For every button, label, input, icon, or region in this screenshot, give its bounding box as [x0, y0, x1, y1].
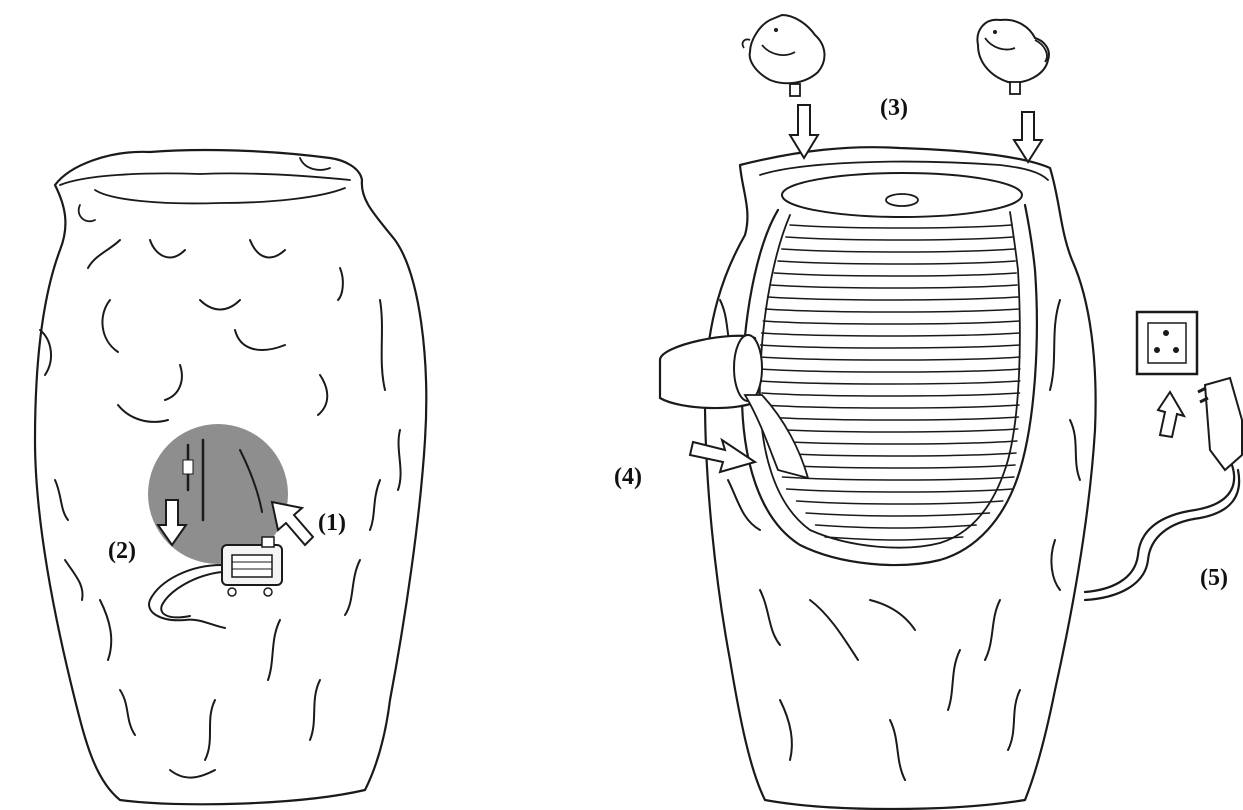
- water-line: [816, 525, 977, 528]
- step-label-1: (1): [318, 510, 346, 536]
- arrow-icon-3-right: [1014, 112, 1042, 162]
- water-line: [825, 537, 963, 540]
- right-vase-outline: [705, 147, 1096, 809]
- water-line: [760, 369, 1020, 372]
- water-line: [797, 501, 1003, 504]
- water-line: [771, 285, 1017, 288]
- step-label-5: (5): [1200, 565, 1228, 591]
- water-line: [761, 345, 1020, 348]
- water-line: [775, 453, 1016, 456]
- step-label-3: (3): [880, 95, 908, 121]
- arrow-icon-5: [1158, 392, 1184, 437]
- right-vase: [660, 15, 1242, 809]
- pump-cord: [149, 565, 225, 628]
- left-vase: [35, 150, 426, 804]
- water-line: [768, 429, 1017, 432]
- power-plug-icon: [1198, 378, 1242, 470]
- water-line: [786, 237, 1013, 240]
- water-line: [765, 309, 1018, 312]
- water-line: [778, 261, 1015, 264]
- water-line: [761, 381, 1020, 384]
- water-line: [764, 405, 1019, 408]
- water-line: [783, 477, 1014, 480]
- water-line: [772, 441, 1017, 444]
- bird-figurine-icon-left: [743, 15, 825, 96]
- water-reservoir-lines: [760, 225, 1020, 540]
- step-label-2: (2): [108, 538, 136, 564]
- wall-socket-icon: [1137, 312, 1197, 374]
- pump-icon: [222, 537, 282, 596]
- step-label-4: (4): [614, 464, 642, 490]
- water-line: [787, 489, 1013, 492]
- water-line: [766, 417, 1019, 420]
- water-line: [806, 513, 989, 516]
- water-line: [760, 357, 1020, 360]
- water-line: [782, 249, 1014, 252]
- water-line: [779, 465, 1015, 468]
- left-vase-rim: [60, 173, 350, 185]
- water-line: [768, 297, 1018, 300]
- water-line: [763, 321, 1019, 324]
- right-vase-cutaway: [742, 205, 1037, 565]
- water-line: [762, 393, 1020, 396]
- water-line: [774, 273, 1016, 276]
- arrow-icon-1: [272, 502, 313, 545]
- water-line: [762, 333, 1020, 336]
- water-line: [790, 225, 1012, 228]
- bird-figurine-icon-right: [977, 20, 1048, 94]
